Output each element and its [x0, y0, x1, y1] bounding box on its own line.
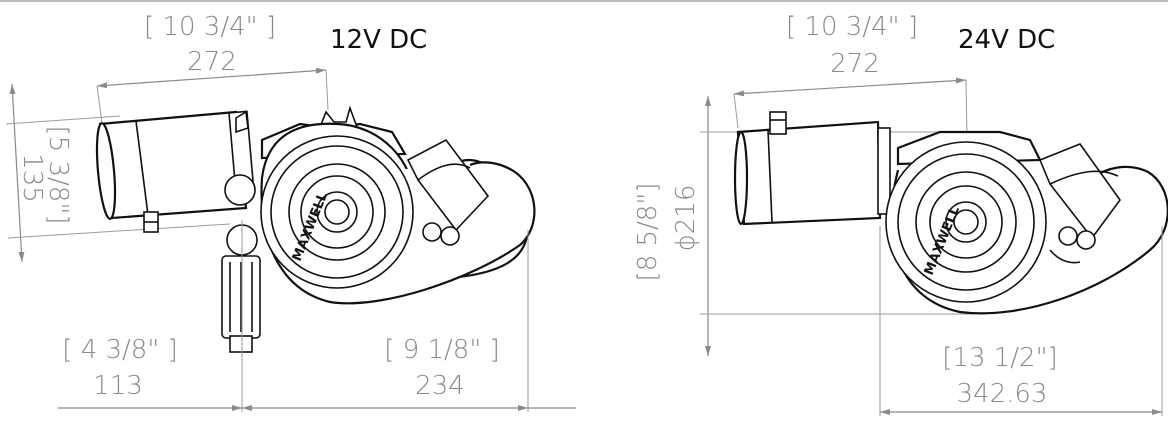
- voltage-label-24v: 24V DC: [958, 25, 1055, 55]
- bottom-left-dim-inch-12v: [ 4 3/8" ]: [62, 335, 177, 365]
- roller-bolt-b-12v: [440, 226, 460, 246]
- view-24v: 24V DC [ 10 3/4" ] 272 [8 5/8"] ϕ216: [633, 12, 1168, 416]
- shaft-12v: [316, 191, 358, 233]
- left-dim-mm-12v: 135: [17, 153, 47, 203]
- top-dim-line-12v: [96, 67, 327, 89]
- top-dim-mm-24v: 272: [830, 49, 880, 79]
- bottom-left-dim-mm-12v: 113: [93, 371, 143, 401]
- bottom-right-dim-mm-12v: 234: [415, 371, 465, 401]
- view-12v: 12V DC [ 10 3/4" ] 272 [5 3/8"] 135: [5, 12, 576, 412]
- voltage-label-12v: 12V DC: [330, 25, 427, 55]
- left-ext-top-12v: [5, 115, 121, 125]
- top-dim-inch-12v: [ 10 3/4" ]: [144, 12, 276, 42]
- motor-endcap-12v: [95, 122, 117, 220]
- roller-bolt-a-24v: [1058, 226, 1078, 246]
- roller-arm-24v: [1038, 143, 1121, 240]
- top-dim-mm-12v: 272: [187, 47, 237, 77]
- motor-housing-24v: [736, 120, 882, 226]
- motor-band-24v: [767, 129, 773, 223]
- top-ext-right-12v: [325, 69, 329, 111]
- left-dim-line-12v: [9, 83, 25, 263]
- top-ext-left-24v: [733, 93, 739, 129]
- motor-terminal-24v: [769, 111, 787, 135]
- left-dim-mm-24v: ϕ216: [671, 185, 701, 252]
- top-dim-line-24v: [733, 77, 967, 97]
- bottom-dim-mm-24v: 342.63: [957, 379, 1048, 409]
- motor-housing-12v: [98, 110, 248, 220]
- shaft-24v: [945, 201, 987, 243]
- bottom-dim-inch-24v: [13 1/2"]: [942, 343, 1057, 373]
- roller-bolt-b-24v: [1076, 230, 1096, 250]
- roller-bolt-a-12v: [422, 222, 442, 242]
- terminal-ball-upper-12v: [224, 174, 256, 206]
- left-dim-inch-24v: [8 5/8"]: [633, 183, 663, 282]
- left-ext-bottom-12v: [7, 223, 231, 239]
- bottom-right-dim-inch-12v: [ 9 1/8" ]: [384, 335, 499, 365]
- top-dim-inch-24v: [ 10 3/4" ]: [786, 12, 918, 42]
- motor-band-12v: [135, 120, 149, 216]
- left-dim-inch-12v: [5 3/8"]: [43, 126, 73, 225]
- motor-endcap-24v: [733, 130, 749, 226]
- roller-arm-12v: [406, 138, 490, 232]
